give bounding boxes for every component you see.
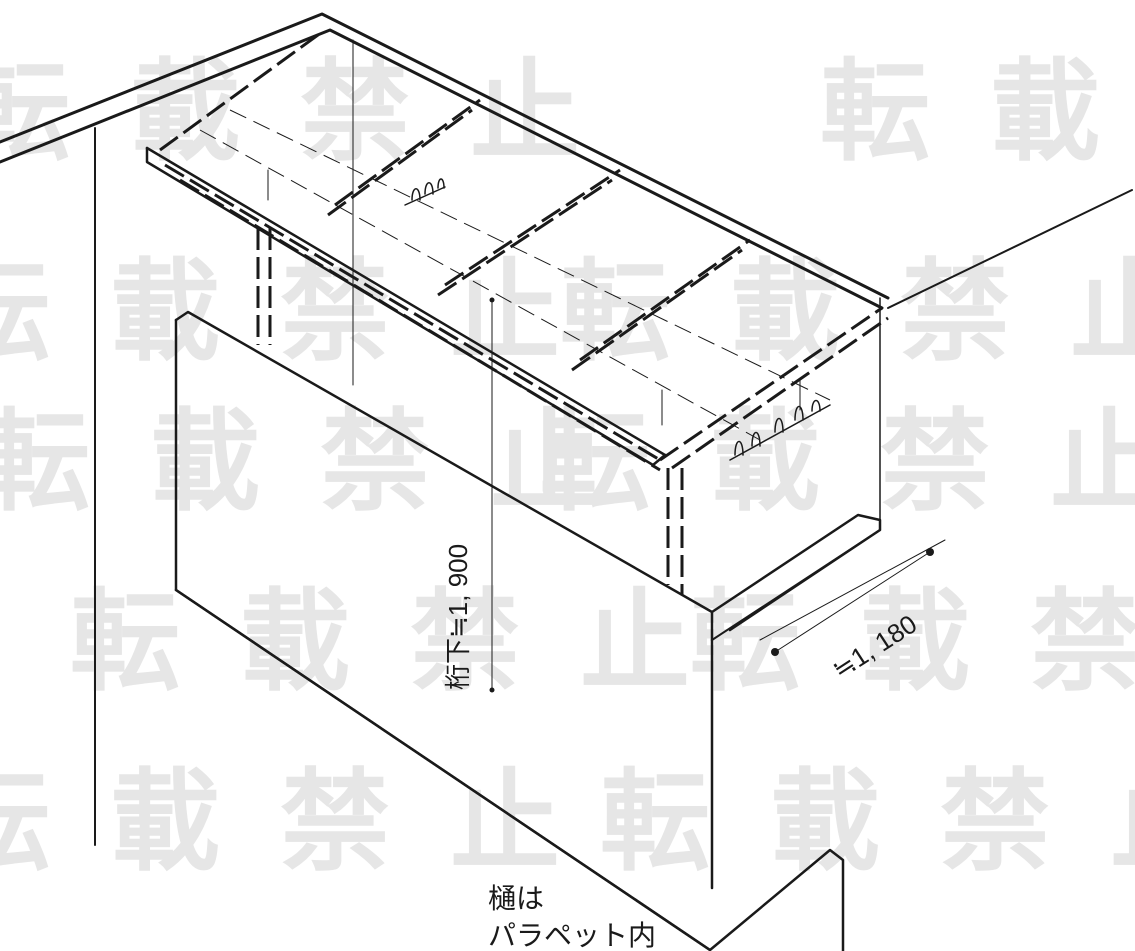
- height-label: 桁下≒1, 900: [443, 544, 473, 690]
- gutter-note-line1: 樋は: [488, 883, 544, 914]
- parapet-wall: [174, 310, 882, 951]
- watermark-row-3: 転載禁止: [0, 398, 660, 526]
- watermark-row-2b: 転載禁止: [560, 248, 1135, 376]
- gutter-note-line2: パラペット内: [488, 920, 656, 951]
- gutter-note: 樋は パラペット内: [488, 883, 656, 951]
- watermark-row-4b: 転載禁止: [690, 578, 1135, 706]
- watermark-row-1b: 転載禁止: [820, 48, 1135, 176]
- watermark-row-3b: 転載禁止: [540, 398, 1135, 526]
- watermark-layer: 転載禁止 転載禁止 転載禁止 転載禁止 転載禁止 転載禁止 転載禁止 転載禁止 …: [0, 48, 1135, 886]
- watermark-row-5b: 転載禁止: [600, 758, 1135, 886]
- watermark-row-4: 転載禁止: [70, 578, 750, 706]
- watermark-row-2: 転載禁止: [0, 248, 620, 376]
- house-roof: [0, 12, 1133, 846]
- watermark-row-1: 転載禁止: [0, 48, 640, 176]
- carport-roof: [145, 30, 889, 595]
- watermark-row-5: 転載禁止: [0, 758, 620, 886]
- height-dimension: 桁下≒1, 900: [443, 297, 495, 693]
